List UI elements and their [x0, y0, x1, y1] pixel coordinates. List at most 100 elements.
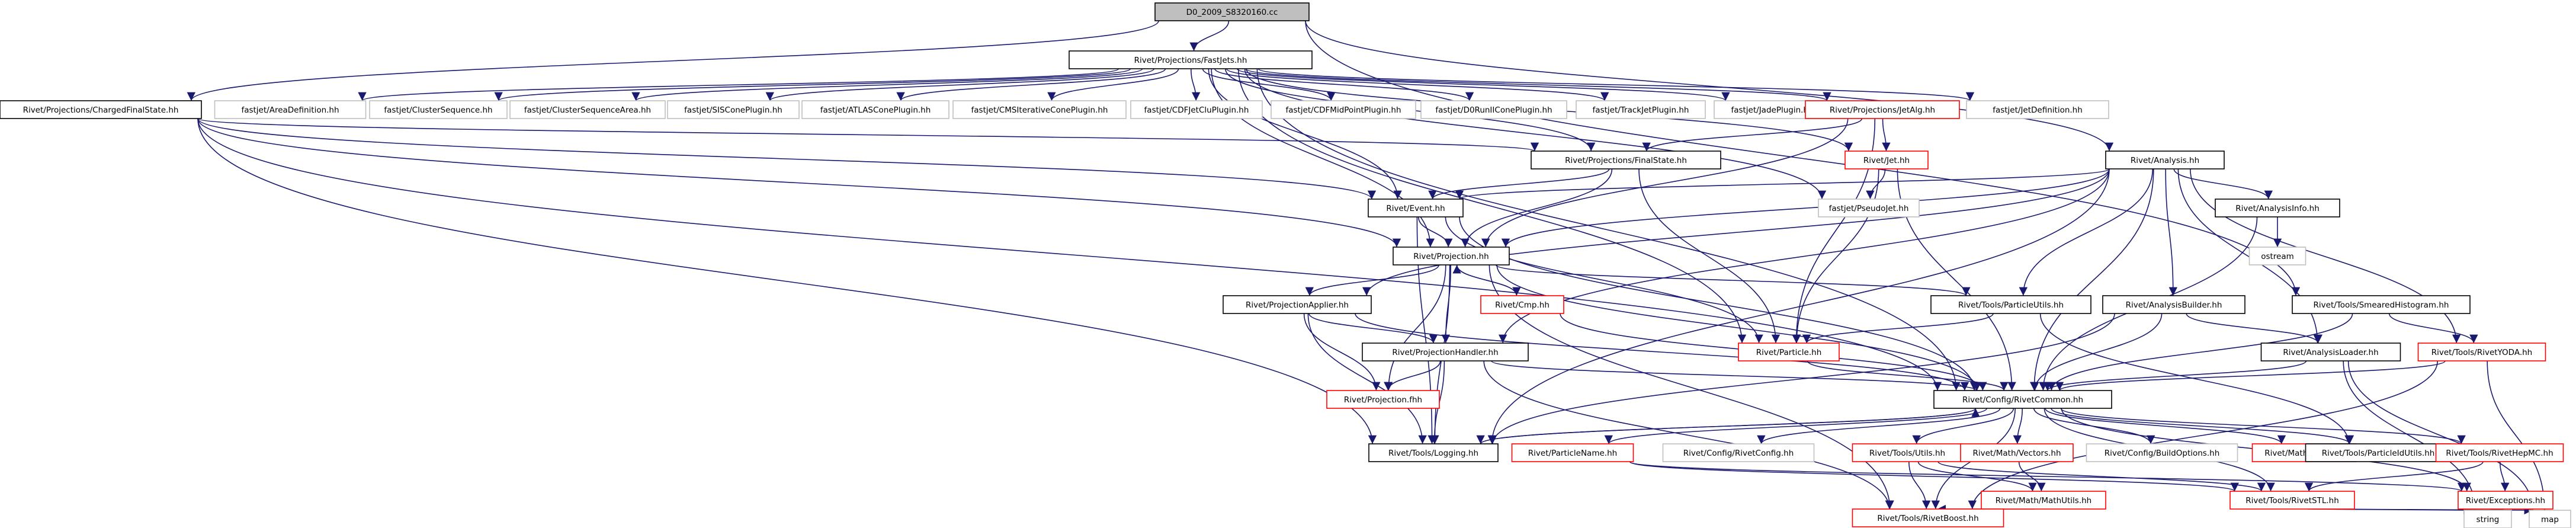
node-utils[interactable]: Rivet/Tools/Utils.hh: [1852, 443, 1963, 462]
node-box-pseudojet[interactable]: [1818, 199, 1920, 217]
node-rivetyoda[interactable]: Rivet/Tools/RivetYODA.hh: [2417, 343, 2546, 361]
node-box-cmp[interactable]: [1480, 295, 1564, 314]
node-analysisloader[interactable]: Rivet/AnalysisLoader.hh: [2260, 343, 2401, 361]
node-jet[interactable]: Rivet/Jet.hh: [1844, 151, 1929, 169]
node-box-clseqarea[interactable]: [509, 100, 666, 119]
node-pseudojet[interactable]: fastjet/PseudoJet.hh: [1818, 199, 1920, 217]
node-box-siscone[interactable]: [667, 100, 800, 119]
node-map[interactable]: map: [2529, 510, 2571, 528]
node-box-string[interactable]: [2463, 510, 2512, 528]
node-box-projectionfhh[interactable]: [1326, 390, 1440, 409]
node-box-projapplier[interactable]: [1223, 295, 1372, 314]
node-box-mathutils[interactable]: [1981, 491, 2106, 510]
node-siscone[interactable]: fastjet/SISConePlugin.hh: [667, 100, 800, 119]
node-box-particleidutils[interactable]: [2305, 443, 2452, 462]
node-box-rivetyoda[interactable]: [2417, 343, 2546, 361]
node-d0run[interactable]: fastjet/D0RunIIConePlugin.hh: [1420, 100, 1567, 119]
node-box-jet[interactable]: [1844, 151, 1929, 169]
node-box-analysisloader[interactable]: [2260, 343, 2401, 361]
node-projhandler[interactable]: Rivet/ProjectionHandler.hh: [1362, 343, 1529, 361]
node-areadef[interactable]: fastjet/AreaDefinition.hh: [214, 100, 367, 119]
node-projection[interactable]: Rivet/Projection.hh: [1393, 247, 1510, 265]
node-rivetcommon[interactable]: Rivet/Config/RivetCommon.hh: [1933, 390, 2112, 409]
node-projapplier[interactable]: Rivet/ProjectionApplier.hh: [1223, 295, 1372, 314]
node-jetalg[interactable]: Rivet/Projections/JetAlg.hh: [1805, 100, 1960, 119]
edge-jetalg-to-jet: [1882, 118, 1891, 152]
node-box-particleutils[interactable]: [1930, 295, 2091, 314]
node-box-cdfmid[interactable]: [1271, 100, 1416, 119]
node-label-map: map: [2541, 515, 2559, 524]
node-box-utils[interactable]: [1852, 443, 1963, 462]
node-cmp[interactable]: Rivet/Cmp.hh: [1480, 295, 1564, 314]
node-trackjet[interactable]: fastjet/TrackJetPlugin.hh: [1576, 100, 1706, 119]
node-mathutils[interactable]: Rivet/Math/MathUtils.hh: [1981, 491, 2106, 510]
node-box-logging[interactable]: [1368, 443, 1499, 462]
node-finalstate[interactable]: Rivet/Projections/FinalState.hh: [1531, 151, 1721, 169]
node-cdfjetclu[interactable]: fastjet/CDFJetCluPlugin.hh: [1130, 100, 1263, 119]
node-particle[interactable]: Rivet/Particle.hh: [1738, 343, 1840, 361]
node-particlename[interactable]: Rivet/ParticleName.hh: [1511, 443, 1634, 462]
node-fastjets[interactable]: Rivet/Projections/FastJets.hh: [1069, 50, 1313, 69]
node-clseq[interactable]: fastjet/ClusterSequence.hh: [369, 100, 508, 119]
node-box-root[interactable]: [1154, 2, 1310, 21]
node-box-rivetstl[interactable]: [2229, 491, 2355, 510]
node-box-projection[interactable]: [1393, 247, 1510, 265]
node-box-cdfjetclu[interactable]: [1130, 100, 1263, 119]
node-box-map[interactable]: [2529, 510, 2571, 528]
node-rivetboost[interactable]: Rivet/Tools/RivetBoost.hh: [1852, 508, 2004, 527]
node-box-smeared[interactable]: [2292, 295, 2471, 314]
node-box-cfs[interactable]: [0, 100, 202, 119]
node-box-ostream[interactable]: [2248, 247, 2306, 265]
edge-projhandler-to-rivetcommon: [1491, 360, 1981, 391]
node-string[interactable]: string: [2463, 510, 2512, 528]
node-box-particle[interactable]: [1738, 343, 1840, 361]
node-cdfmid[interactable]: fastjet/CDFMidPointPlugin.hh: [1271, 100, 1416, 119]
node-cmsit[interactable]: fastjet/CMSIterativeConePlugin.hh: [952, 100, 1127, 119]
node-event[interactable]: Rivet/Event.hh: [1368, 199, 1464, 217]
node-box-clseq[interactable]: [369, 100, 508, 119]
node-logging[interactable]: Rivet/Tools/Logging.hh: [1368, 443, 1499, 462]
node-box-fastjets[interactable]: [1069, 50, 1313, 69]
node-box-buildoptions[interactable]: [2086, 443, 2238, 462]
node-rivetstl[interactable]: Rivet/Tools/RivetSTL.hh: [2229, 491, 2355, 510]
node-projectionfhh[interactable]: Rivet/Projection.fhh: [1326, 390, 1440, 409]
node-box-d0run[interactable]: [1420, 100, 1567, 119]
node-box-atlascone[interactable]: [801, 100, 949, 119]
node-box-cmsit[interactable]: [952, 100, 1127, 119]
node-particleidutils[interactable]: Rivet/Tools/ParticleIdUtils.hh: [2305, 443, 2452, 462]
edge-fastjets-to-jade: [1236, 68, 1730, 101]
node-analysis[interactable]: Rivet/Analysis.hh: [2105, 151, 2225, 169]
node-box-finalstate[interactable]: [1531, 151, 1721, 169]
node-box-analysisinfo[interactable]: [2215, 199, 2340, 217]
node-box-analysis[interactable]: [2105, 151, 2225, 169]
node-clseqarea[interactable]: fastjet/ClusterSequenceArea.hh: [509, 100, 666, 119]
node-box-projhandler[interactable]: [1362, 343, 1529, 361]
node-ostream[interactable]: ostream: [2248, 247, 2306, 265]
node-box-mathvectors[interactable]: [1960, 443, 2074, 462]
node-mathvectors[interactable]: Rivet/Math/Vectors.hh: [1960, 443, 2074, 462]
node-atlascone[interactable]: fastjet/ATLASConePlugin.hh: [801, 100, 949, 119]
node-box-particlename[interactable]: [1511, 443, 1634, 462]
node-analysisinfo[interactable]: Rivet/AnalysisInfo.hh: [2215, 199, 2340, 217]
node-box-rivetcommon[interactable]: [1933, 390, 2112, 409]
node-smeared[interactable]: Rivet/Tools/SmearedHistogram.hh: [2292, 295, 2471, 314]
node-box-analysisbuilder[interactable]: [2102, 295, 2245, 314]
node-analysisbuilder[interactable]: Rivet/AnalysisBuilder.hh: [2102, 295, 2245, 314]
node-jetdef[interactable]: fastjet/JetDefinition.hh: [1966, 100, 2109, 119]
node-box-rivethepmc[interactable]: [2435, 443, 2564, 462]
node-box-trackjet[interactable]: [1576, 100, 1706, 119]
node-box-rivetconfig[interactable]: [1662, 443, 1815, 462]
node-exceptions[interactable]: Rivet/Exceptions.hh: [2458, 491, 2553, 510]
node-box-jetdef[interactable]: [1966, 100, 2109, 119]
node-particleutils[interactable]: Rivet/Tools/ParticleUtils.hh: [1930, 295, 2091, 314]
node-box-exceptions[interactable]: [2458, 491, 2553, 510]
node-box-rivetboost[interactable]: [1852, 508, 2004, 527]
node-box-areadef[interactable]: [214, 100, 367, 119]
node-cfs[interactable]: Rivet/Projections/ChargedFinalState.hh: [0, 100, 202, 119]
node-box-event[interactable]: [1368, 199, 1464, 217]
node-box-jetalg[interactable]: [1805, 100, 1960, 119]
node-root[interactable]: D0_2009_S8320160.cc: [1154, 2, 1310, 21]
node-buildoptions[interactable]: Rivet/Config/BuildOptions.hh: [2086, 443, 2238, 462]
node-rivethepmc[interactable]: Rivet/Tools/RivetHepMC.hh: [2435, 443, 2564, 462]
node-rivetconfig[interactable]: Rivet/Config/RivetConfig.hh: [1662, 443, 1815, 462]
